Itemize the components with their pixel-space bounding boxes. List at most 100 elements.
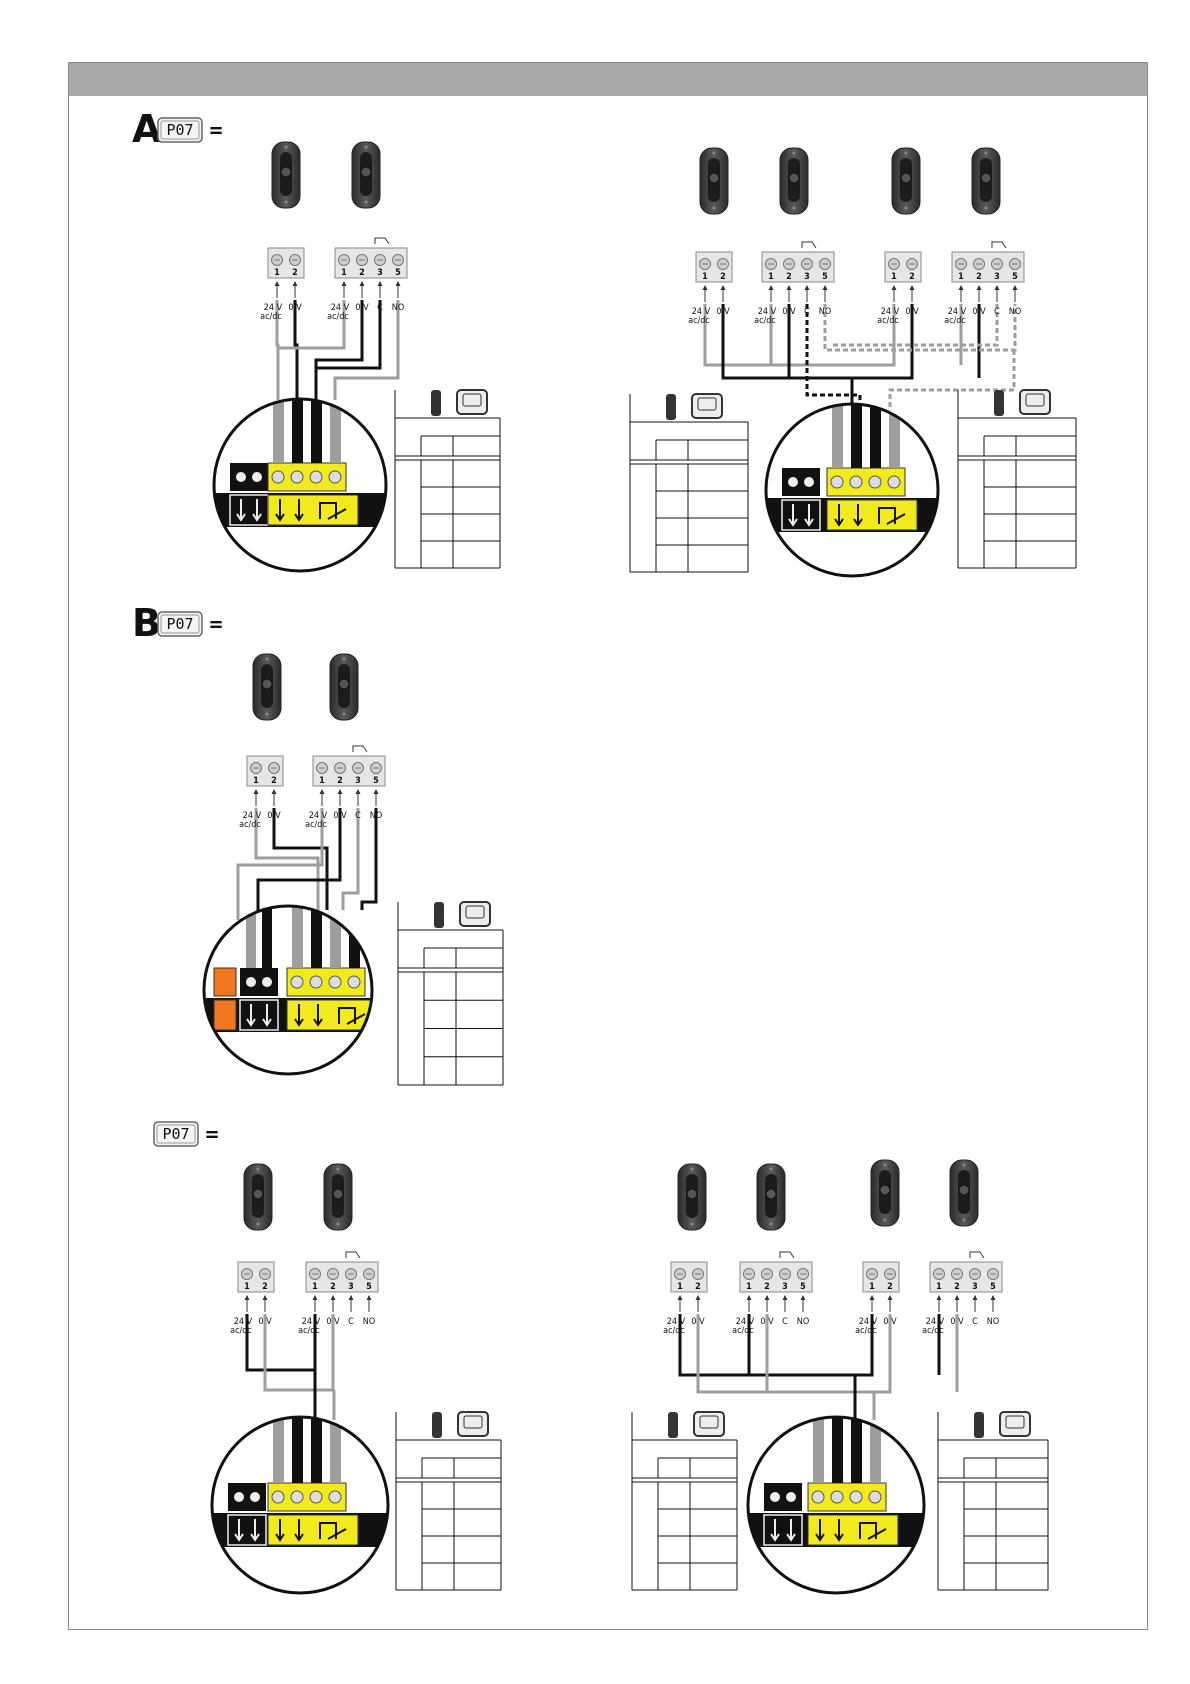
terminal-screw — [234, 1492, 244, 1502]
screw — [690, 1222, 694, 1226]
terminal-symbol — [294, 1519, 304, 1542]
photocell-icon — [971, 147, 1001, 215]
wire — [245, 1314, 317, 1372]
terminal-number: 1 — [936, 1282, 942, 1292]
terminal-number: 1 — [702, 272, 708, 282]
terminal-arrow — [804, 285, 810, 290]
terminal-symbol — [834, 1519, 844, 1542]
photocell-lens — [686, 1188, 698, 1200]
settings-table — [395, 1411, 502, 1591]
terminal-arrow — [359, 281, 365, 286]
settings-table — [629, 393, 749, 573]
board-wire — [832, 1417, 843, 1483]
terminal-screw — [887, 475, 901, 489]
photocell-icon — [891, 147, 921, 215]
terminal-arrow — [891, 285, 897, 290]
relay-symbol — [779, 1251, 795, 1259]
terminal-arrow — [990, 1295, 996, 1300]
screw — [883, 1163, 887, 1167]
screw — [284, 200, 288, 204]
terminal-label: 24 V — [926, 1317, 945, 1327]
control-unit-screen — [1025, 393, 1045, 407]
display-value: P07 — [166, 615, 193, 633]
screw — [364, 200, 368, 204]
terminal-label: 0 V — [760, 1317, 774, 1327]
terminal-arrow — [720, 285, 726, 290]
terminal-arrow — [366, 1295, 372, 1300]
board-wire — [851, 1417, 862, 1483]
wire — [888, 350, 1016, 410]
black-terminal-label — [763, 1514, 803, 1546]
wire — [805, 304, 862, 410]
control-unit-screen — [697, 397, 717, 411]
screw — [904, 151, 908, 155]
terminal-symbol — [786, 1519, 796, 1542]
transmitter-terminal: 124 V20 Vac/dc — [663, 1261, 708, 1336]
terminal-screw — [290, 975, 304, 989]
terminal-screw — [246, 977, 256, 987]
photocell-icon — [271, 141, 301, 209]
terminal-arrow — [976, 285, 982, 290]
black-terminal-label — [781, 499, 821, 531]
terminal-screw — [770, 1492, 780, 1502]
section-header: B P07 = — [132, 601, 224, 645]
screw — [690, 1167, 694, 1171]
terminal-symbol — [294, 1004, 304, 1027]
section-letter: B — [132, 601, 161, 645]
board-wire — [870, 404, 881, 468]
wire — [316, 300, 382, 370]
photocell-lens — [261, 678, 273, 690]
terminal-screw — [811, 1490, 825, 1504]
terminal-symbol — [834, 504, 844, 527]
terminal-number: 2 — [359, 268, 365, 278]
terminal-number: 2 — [909, 272, 915, 282]
terminal-label: 0 V — [288, 303, 302, 313]
terminal-label: NO — [363, 1317, 375, 1327]
terminal-arrow — [887, 1295, 893, 1300]
wire — [341, 808, 360, 910]
terminal-arrow — [341, 281, 347, 286]
terminal-sublabel: ac/dc — [230, 1326, 252, 1336]
orange-terminal-label — [213, 999, 237, 1031]
wire — [360, 808, 378, 910]
relay-symbol — [991, 241, 1007, 249]
relay-symbol — [352, 745, 368, 753]
terminal-arrow — [936, 1295, 942, 1300]
terminal-arrow — [262, 1295, 268, 1300]
display-value: P07 — [166, 121, 193, 139]
terminal-arrow — [253, 789, 259, 794]
relay-symbol — [345, 1251, 361, 1259]
terminal-number: 2 — [330, 1282, 336, 1292]
photocell-small-icon — [668, 1412, 678, 1438]
photocell-icon — [677, 1163, 707, 1231]
terminal-label: 0 V — [972, 307, 986, 317]
terminal-number: 1 — [746, 1282, 752, 1292]
photocell-icon — [949, 1159, 979, 1227]
terminal-arrow — [271, 789, 277, 794]
terminal-label: 24 V — [264, 303, 283, 313]
terminal-screw — [290, 1490, 304, 1504]
terminal-symbol — [788, 504, 798, 527]
equals-sign: = — [208, 612, 223, 636]
magnifier-outline — [210, 1415, 390, 1595]
terminal-label: 24 V — [881, 307, 900, 317]
transmitter-terminal: 124 V20 Vac/dc — [877, 251, 922, 326]
terminal-arrow — [954, 1295, 960, 1300]
terminal-label: NO — [1009, 307, 1021, 317]
photocell-lens — [252, 1188, 264, 1200]
black-terminal-label — [229, 494, 269, 526]
terminal-label: 24 V — [948, 307, 967, 317]
terminal-arrow — [312, 1295, 318, 1300]
terminal-number: 2 — [954, 1282, 960, 1292]
terminal-label: 0 V — [950, 1317, 964, 1327]
screw — [265, 657, 269, 661]
terminal-arrow — [348, 1295, 354, 1300]
terminal-screw — [786, 1492, 796, 1502]
screw — [712, 151, 716, 155]
terminal-label: 0 V — [326, 1317, 340, 1327]
board-wire — [246, 906, 256, 968]
